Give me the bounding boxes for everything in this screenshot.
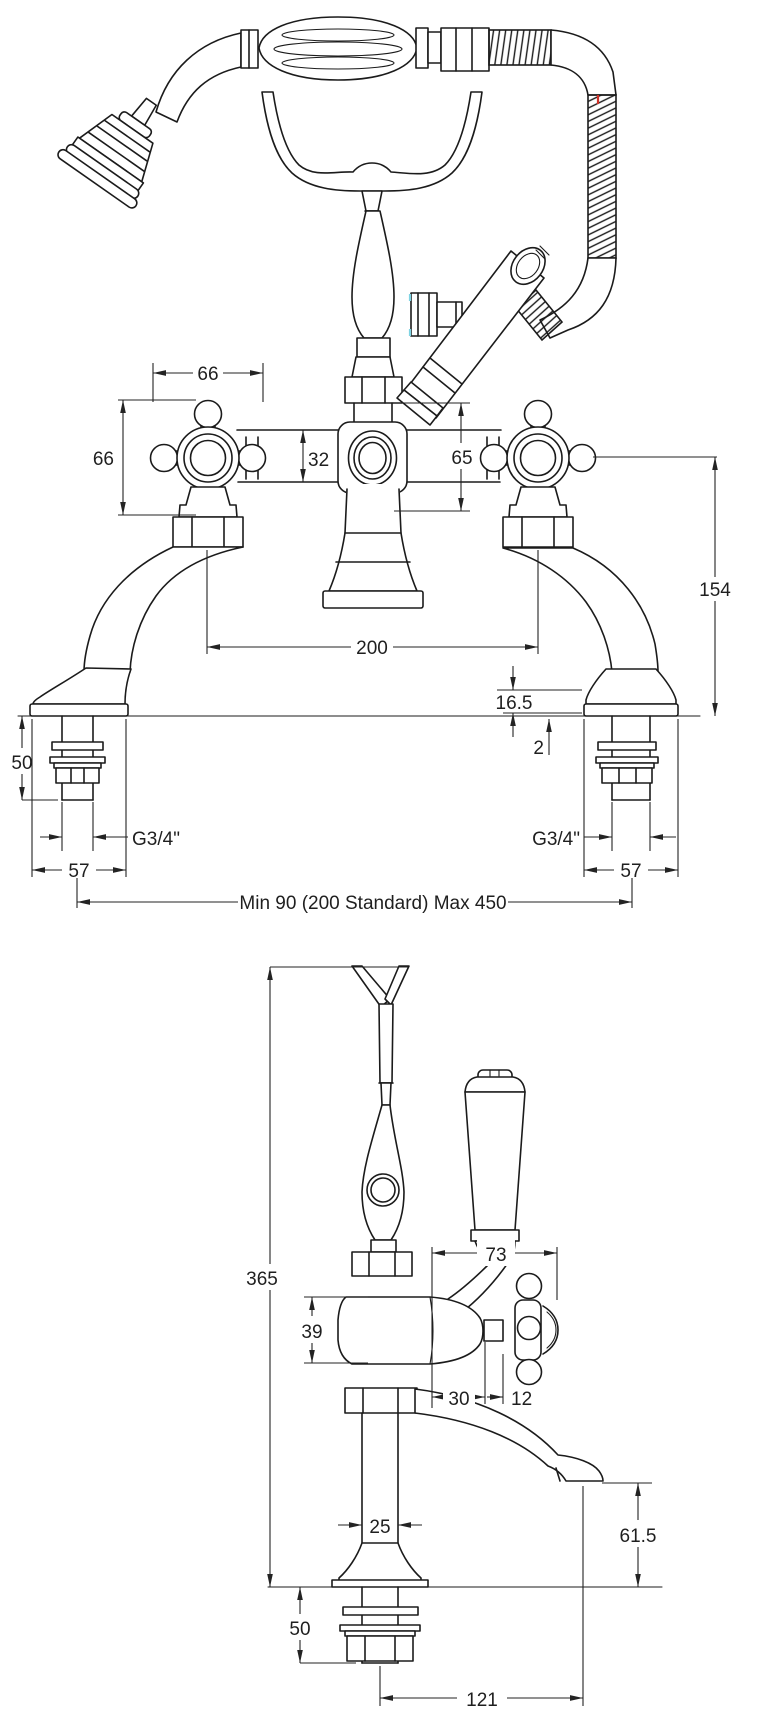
side-body (337, 1272, 559, 1386)
right-handle-knob-left (479, 443, 509, 473)
dim-handle-span: 66 (197, 364, 218, 385)
dim-flange-left: 57 (68, 861, 89, 882)
front-dimensions: 66 66 32 65 154 200 16.5 (6, 361, 733, 915)
hose-ribbed-top (488, 29, 552, 66)
right-handle-knob-right (567, 443, 597, 473)
dim-inlet-centers: 200 (356, 638, 388, 659)
left-handle-knob-top (193, 399, 223, 429)
dim-adjust-range: Min 90 (200 Standard) Max 450 (239, 893, 506, 914)
front-right-valve (479, 399, 597, 548)
dim-offset-12: 12 (511, 1389, 532, 1410)
side-shank (339, 1586, 421, 1664)
front-view: 66 66 32 65 154 200 16.5 (6, 16, 733, 915)
dim-thread-right: G3/4" (532, 829, 580, 850)
front-cradle (261, 91, 483, 192)
left-handle-knob-right (237, 443, 267, 473)
dim-body-height: 65 (451, 448, 472, 469)
side-spout (331, 1387, 604, 1588)
dim-offset-30: 30 (448, 1389, 469, 1410)
side-crosshead-knob-mid (516, 1315, 542, 1341)
dim-base-lip: 2 (533, 738, 544, 759)
side-crosshead-knob-bottom (515, 1358, 543, 1386)
parked-handset-cap (510, 246, 546, 286)
front-handset-assembly (57, 16, 617, 426)
right-handle-knob-top (523, 399, 553, 429)
front-diverter-column (344, 190, 403, 423)
front-left-leg (29, 546, 244, 801)
left-handle-knob-left (149, 443, 179, 473)
front-left-valve (149, 399, 267, 548)
dim-overall-height: 365 (246, 1269, 278, 1290)
side-cradle (351, 965, 413, 1277)
dim-lever-offset: 73 (485, 1245, 506, 1266)
side-lever-handle (447, 1069, 526, 1314)
dim-shank-length-left: 50 (11, 753, 32, 774)
hose-bend-top (550, 29, 617, 96)
dim-inlet-drop: 32 (308, 450, 329, 471)
dim-center-above-deck: 154 (699, 580, 731, 601)
side-dimensions: 365 39 73 30 12 25 61.5 (236, 966, 665, 1711)
front-right-leg (502, 547, 679, 801)
handset-elbow (155, 32, 242, 123)
handset-grip (258, 16, 418, 81)
shower-head (57, 97, 158, 209)
side-view: 365 39 73 30 12 25 61.5 (236, 965, 665, 1711)
side-crosshead-knob-top (515, 1272, 543, 1300)
dim-column-width: 25 (369, 1517, 390, 1538)
dim-spout-reach: 121 (466, 1690, 498, 1711)
dim-thread-left: G3/4" (132, 829, 180, 850)
dim-handle-height: 66 (93, 449, 114, 470)
dim-body-depth: 39 (301, 1322, 322, 1343)
hose-connector (440, 27, 490, 72)
hose-ribbed-vertical (587, 94, 617, 259)
dim-spout-height: 61.5 (620, 1526, 657, 1547)
front-center-body (322, 421, 424, 609)
dim-base-height: 16.5 (496, 693, 533, 714)
dim-flange-right: 57 (620, 861, 641, 882)
dim-shank-length-side: 50 (289, 1619, 310, 1640)
